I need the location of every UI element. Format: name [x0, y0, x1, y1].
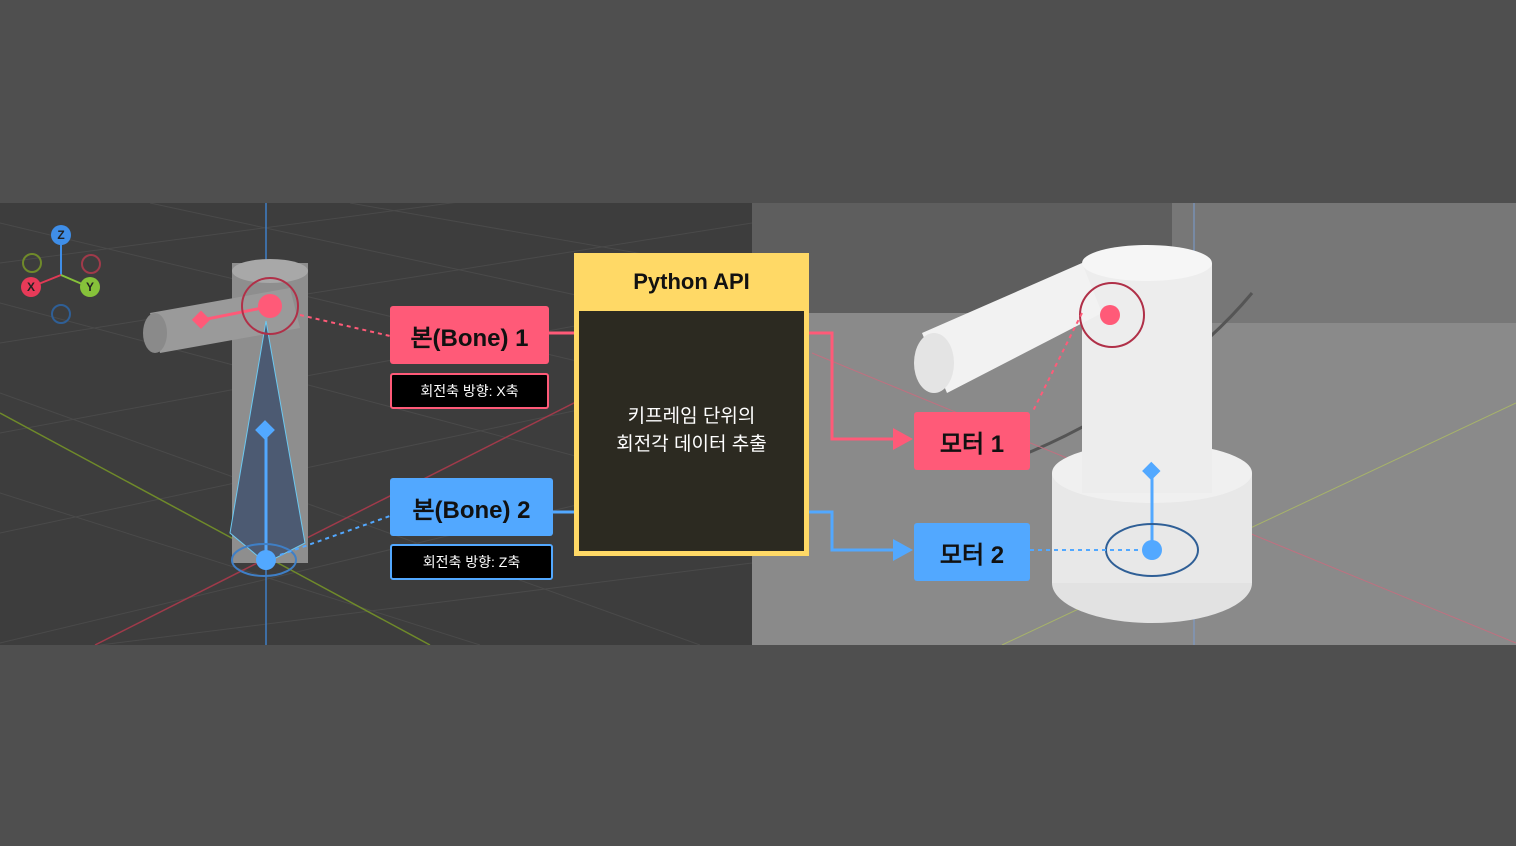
api-description-line-2: 회전각 데이터 추출: [616, 434, 767, 455]
gizmo-z[interactable]: Z: [51, 225, 71, 245]
robot-arm: [922, 263, 1102, 393]
bone-2-head-icon: [255, 420, 275, 440]
motor-2-label: 모터 2: [914, 523, 1030, 581]
bone-1-axis-label: 회전축 방향: X축: [390, 373, 549, 409]
bone-2-joint-icon: [256, 550, 276, 570]
x-rotation-ring-icon: [241, 277, 299, 335]
bone-2-axis-label: 회전축 방향: Z축: [390, 544, 553, 580]
bone-1-joint-icon: [258, 294, 282, 318]
robot-photo: [752, 203, 1516, 645]
python-api-box: Python API 키프레임 단위의 회전각 데이터 추출: [574, 253, 809, 556]
bone-1-label: 본(Bone) 1: [390, 306, 549, 364]
z-rotation-ring-icon: [231, 543, 297, 577]
robot-column: [1082, 263, 1212, 493]
python-api-title: Python API: [633, 269, 750, 294]
api-description-line-1: 키프레임 단위의: [627, 406, 756, 427]
gizmo-x[interactable]: X: [21, 277, 41, 297]
viewport-grid: [0, 203, 752, 645]
bone-2-label: 본(Bone) 2: [390, 478, 553, 536]
arrow-to-motor-1-icon: [893, 428, 913, 450]
arrow-to-motor-2-icon: [893, 539, 913, 561]
y-axis-line: [0, 412, 431, 645]
motor-1-label: 모터 1: [914, 412, 1030, 470]
gizmo-y[interactable]: Y: [80, 277, 100, 297]
python-api-description: 키프레임 단위의 회전각 데이터 추출: [579, 311, 804, 551]
